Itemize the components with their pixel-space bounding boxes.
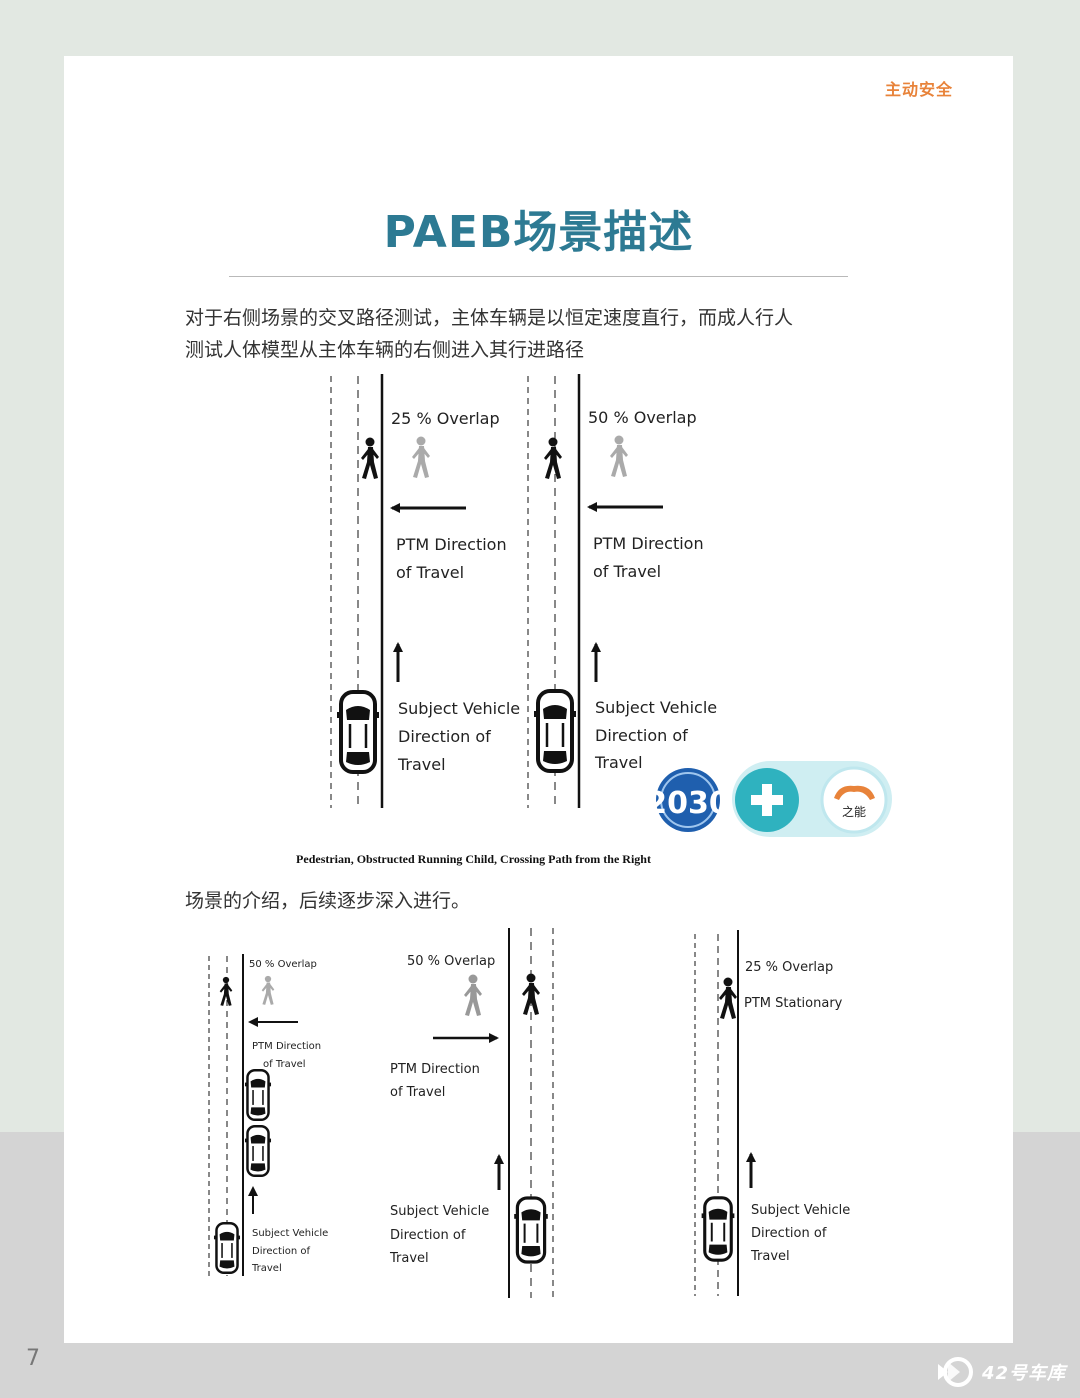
sv-label-1: Subject Vehicle: [595, 698, 717, 717]
car-icon: [532, 689, 578, 773]
document-page: 主动安全 PAEB场景描述 对于右侧场景的交叉路径测试，主体车辆是以恒定速度直行…: [64, 56, 1013, 1343]
page-title: PAEB场景描述: [383, 207, 694, 258]
overlap-label: 25 % Overlap: [391, 409, 500, 428]
pedestrian-icon: [544, 437, 562, 479]
ptm-label-1: PTM Direction: [252, 1041, 321, 1052]
ptm-label-1: PTM Direction: [396, 535, 507, 554]
second-paragraph: 场景的介绍，后续逐步深入进行。: [185, 890, 471, 912]
title-divider: [229, 276, 848, 277]
brand-logo-icon: [937, 1357, 973, 1387]
badge-zhineng-text: 之能: [842, 805, 866, 819]
intro-line-2: 测试人体模型从主体车辆的右侧进入其行进路径: [185, 339, 585, 361]
car-icon: [212, 1221, 242, 1275]
sv-label-3: Travel: [594, 753, 643, 772]
diagram-bottom-mid: 50 % Overlap PTM Direction of Travel Sub…: [389, 928, 554, 1298]
diagram-top-left: 25 % Overlap PTM Direction of Travel Sub…: [330, 374, 520, 808]
intro-paragraph: 对于右侧场景的交叉路径测试，主体车辆是以恒定速度直行，而成人行人 测试人体模型从…: [185, 302, 885, 366]
ptm-stationary-label: PTM Stationary: [744, 996, 843, 1011]
diagram-bottom-left: 50 % Overlap PTM Direction of Travel Sub…: [208, 954, 328, 1276]
badge-2030-text: 2030: [646, 786, 730, 821]
brand-name: 42号车库: [981, 1363, 1066, 1384]
scenario-diagrams: 25 % Overlap PTM Direction of Travel Sub…: [208, 374, 892, 1298]
car-icon: [512, 1196, 550, 1264]
sv-label-2: Direction of: [398, 727, 491, 746]
sv-label-2: Direction of: [595, 726, 688, 745]
car-icon: [335, 690, 381, 774]
overlap-label: 50 % Overlap: [249, 959, 317, 970]
sv-label-1: Subject Vehicle: [398, 699, 520, 718]
pedestrian-target-icon: [412, 436, 430, 478]
pedestrian-icon: [219, 976, 233, 1006]
ptm-label-2: of Travel: [593, 562, 661, 581]
obstruction-car-icon: [243, 1068, 273, 1122]
section-tag: 主动安全: [884, 80, 953, 99]
figure-caption: Pedestrian, Obstructed Running Child, Cr…: [296, 852, 651, 866]
overlap-label: 50 % Overlap: [407, 954, 495, 969]
pedestrian-target-icon: [261, 975, 275, 1005]
obstruction-car-icon: [243, 1124, 273, 1178]
sv-label-1: Subject Vehicle: [252, 1228, 328, 1239]
overlap-label: 50 % Overlap: [588, 408, 697, 427]
diagram-bottom-right: 25 % Overlap PTM Stationary Subject Vehi…: [694, 930, 850, 1296]
sv-label-3: Travel: [389, 1251, 429, 1266]
sv-label-3: Travel: [251, 1263, 282, 1274]
diagram-top-right: 50 % Overlap PTM Direction of Travel Sub…: [527, 374, 717, 808]
ptm-label-1: PTM Direction: [593, 534, 704, 553]
partner-badges: 2030 之能: [646, 761, 892, 837]
brand-logo: 42号车库: [934, 1352, 1066, 1392]
pedestrian-icon: [719, 977, 737, 1019]
ptm-label-2: of Travel: [390, 1085, 445, 1100]
sv-label-1: Subject Vehicle: [751, 1203, 850, 1218]
pedestrian-icon: [361, 437, 379, 479]
sv-label-2: Direction of: [751, 1226, 827, 1241]
ptm-label-2: of Travel: [396, 563, 464, 582]
pedestrian-icon: [522, 973, 540, 1015]
sv-label-3: Travel: [397, 755, 446, 774]
ptm-label-1: PTM Direction: [390, 1062, 480, 1077]
sv-label-2: Direction of: [390, 1228, 466, 1243]
page-number: 7: [26, 1346, 40, 1371]
pedestrian-target-icon: [464, 974, 482, 1016]
car-icon: [700, 1196, 736, 1262]
sv-label-2: Direction of: [252, 1246, 310, 1257]
car-logo-icon: [834, 785, 875, 800]
overlap-label: 25 % Overlap: [745, 960, 833, 975]
sv-label-1: Subject Vehicle: [390, 1204, 489, 1219]
sv-label-3: Travel: [750, 1249, 790, 1264]
intro-line-1: 对于右侧场景的交叉路径测试，主体车辆是以恒定速度直行，而成人行人: [185, 307, 794, 329]
pedestrian-target-icon: [610, 435, 628, 477]
ptm-label-2: of Travel: [263, 1059, 306, 1070]
